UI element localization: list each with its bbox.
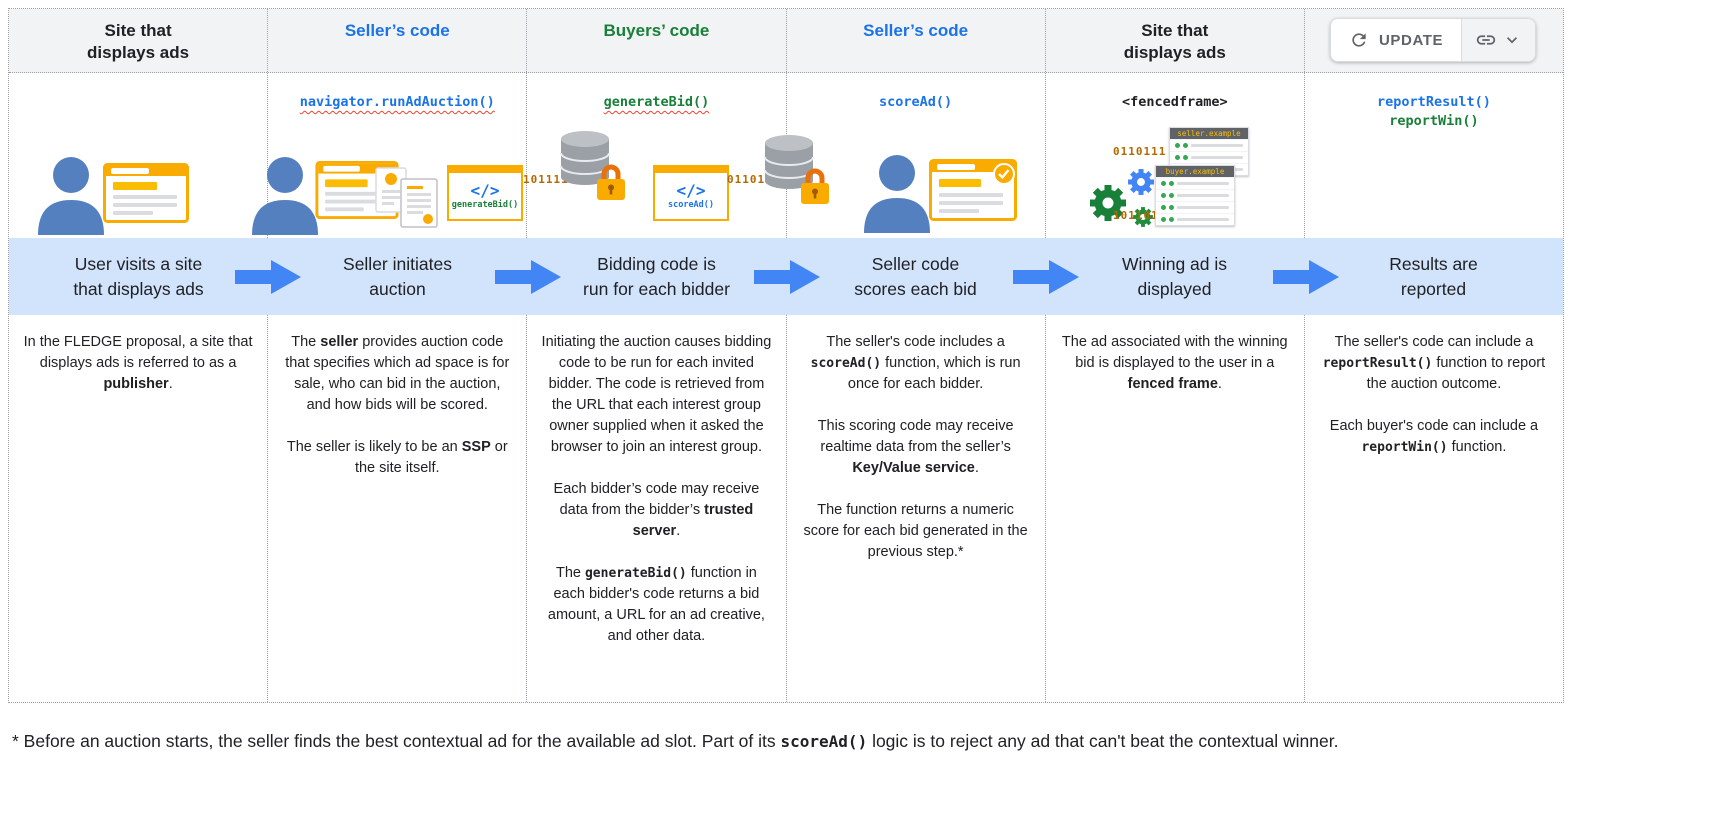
description-paragraph: The generateBid() function in each bidde…: [547, 565, 765, 644]
gears-icon: [1090, 169, 1154, 227]
header-cell-buyers-code: Buyers’ code: [527, 9, 787, 72]
person-icon: [38, 157, 104, 235]
auction-docs-icon: [375, 167, 438, 228]
header-cell-sellers-code-1: Seller’s code: [268, 9, 528, 72]
code-reportresult: reportResult(): [1377, 94, 1491, 110]
browser-window-icon: [103, 163, 189, 223]
step-1: User visits a site that displays ads: [73, 253, 204, 299]
browser-ad-icon: [929, 159, 1017, 221]
server-row: [1170, 139, 1248, 151]
description-paragraph: The ad associated with the winning bid i…: [1061, 334, 1288, 392]
server-list-buyer: buyer.example: [1155, 165, 1235, 226]
description-paragraph: Each bidder’s code may receive data from…: [553, 481, 760, 539]
person-icon: [864, 155, 930, 233]
flow-arrow-icon: [495, 260, 561, 294]
code-generatebid: generateBid(): [603, 94, 710, 110]
binary-data: 0110111: [1113, 145, 1167, 158]
header-title: Site that displays ads: [1123, 21, 1226, 62]
flow-arrow-icon: [754, 260, 820, 294]
server-list-label: seller.example: [1170, 128, 1248, 139]
code-runadauction: navigator.runAdAuction(): [299, 94, 495, 110]
link-icon: [1477, 35, 1496, 45]
code-cell-2: navigator.runAdAuction(): [268, 73, 528, 238]
code-glyph: </>: [676, 180, 706, 200]
code-file-icon-generatebid: </> generateBid(): [447, 165, 523, 221]
description-paragraph: The function returns a numeric score for…: [803, 502, 1028, 560]
refresh-icon: [1352, 33, 1366, 47]
flow-arrow-icon: [235, 260, 301, 294]
code-cell-4: scoreAd(): [787, 73, 1046, 238]
description-winning-ad: The ad associated with the winning bid i…: [1046, 315, 1305, 702]
chevron-down-icon: [1507, 37, 1518, 44]
lock-icon: [597, 164, 625, 200]
description-paragraph: This scoring code may receive realtime d…: [817, 418, 1014, 476]
description-row: In the FLEDGE proposal, a site that disp…: [9, 315, 1563, 702]
update-button-label: UPDATE: [1379, 31, 1444, 49]
header-row: Site that displays ads Seller’s code Buy…: [9, 9, 1563, 73]
description-paragraph: Initiating the auction causes bidding co…: [541, 334, 772, 455]
header-title: Buyers’ code: [603, 21, 710, 40]
footnote: * Before an auction starts, the seller f…: [12, 731, 1339, 751]
server-row: [1156, 189, 1234, 201]
header-cell-site-1: Site that displays ads: [9, 9, 269, 72]
description-publisher: In the FLEDGE proposal, a site that disp…: [9, 315, 269, 702]
description-paragraph: Each buyer's code can include a reportWi…: [1329, 418, 1539, 455]
flow-arrow-icon: [1013, 260, 1079, 294]
code-glyph: </>: [470, 180, 500, 200]
code-cell-5: <fencedframe>: [1046, 73, 1305, 238]
server-list-label: buyer.example: [1156, 166, 1234, 177]
code-fencedframe: <fencedframe>: [1121, 94, 1228, 110]
code-row: navigator.runAdAuction() generateBid() s…: [9, 73, 1563, 238]
header-cell-sellers-code-2: Seller’s code: [787, 9, 1046, 72]
trusted-server-icon: [557, 129, 625, 200]
step-5: Winning ad is displayed: [1121, 253, 1228, 299]
description-paragraph: The seller is likely to be an SSP or the…: [286, 439, 508, 476]
description-paragraph: The seller provides auction code that sp…: [285, 334, 510, 413]
step-6: Results are reported: [1389, 253, 1478, 299]
code-file-label: generateBid(): [451, 199, 519, 210]
code-file-label: scoreAd(): [667, 199, 715, 210]
description-reporting: The seller's code can include a reportRe…: [1305, 315, 1563, 702]
description-score-bids: The seller's code includes a scoreAd() f…: [787, 315, 1046, 702]
description-paragraph: The seller's code includes a scoreAd() f…: [810, 334, 1021, 392]
code-scoread: scoreAd(): [879, 94, 953, 110]
header-title: Seller’s code: [344, 21, 450, 40]
flow-arrow-icon: [1273, 260, 1339, 294]
code-cell-1: [9, 73, 269, 238]
server-row: [1156, 213, 1234, 225]
code-reportwin: reportWin(): [1389, 113, 1479, 129]
step-2: Seller initiates auction: [343, 253, 452, 299]
person-icon: [252, 157, 318, 235]
description-bidding-code: Initiating the auction causes bidding co…: [527, 315, 787, 702]
header-cell-site-2: Site that displays ads: [1046, 9, 1305, 72]
copy-link-button[interactable]: [1461, 18, 1537, 62]
lock-icon: [801, 168, 829, 204]
code-cell-6: reportResult() reportWin(): [1305, 73, 1563, 238]
code-file-icon-scoread: </> scoreAd(): [653, 165, 729, 221]
header-title: Seller’s code: [863, 21, 969, 40]
database-icon: [764, 135, 814, 189]
update-controls: UPDATE: [1330, 18, 1537, 62]
update-button[interactable]: UPDATE: [1330, 18, 1462, 62]
description-paragraph: In the FLEDGE proposal, a site that disp…: [23, 334, 253, 392]
server-row: [1156, 201, 1234, 213]
step-3: Bidding code is run for each bidder: [583, 253, 730, 299]
key-value-server-icon: [761, 133, 829, 204]
step-4: Seller code scores each bid: [854, 253, 977, 299]
description-paragraph: The seller's code can include a reportRe…: [1322, 334, 1546, 392]
binary-data: 1011011: [1113, 209, 1167, 222]
auction-flow-table: Site that displays ads Seller’s code Buy…: [8, 8, 1564, 703]
icon-layer: </> generateBid() 1011110: [9, 73, 1563, 239]
flow-banner: User visits a site that displays ads Sel…: [9, 238, 1563, 315]
description-seller-initiates: The seller provides auction code that sp…: [268, 315, 528, 702]
header-title: Site that displays ads: [87, 21, 190, 62]
server-row: [1170, 151, 1248, 163]
server-row: [1156, 177, 1234, 189]
